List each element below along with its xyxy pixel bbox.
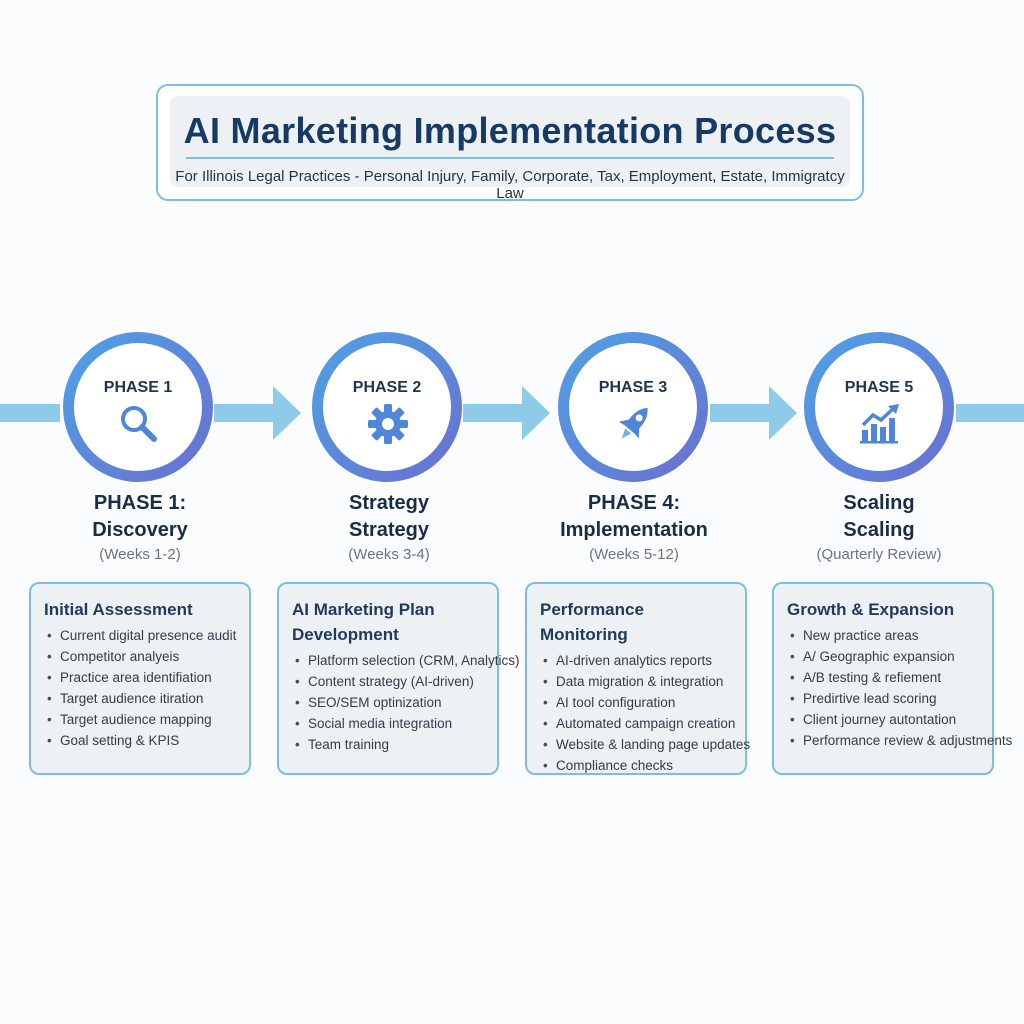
phase-3-card-title: Performance Monitoring bbox=[540, 600, 644, 644]
list-item: Target audience itiration bbox=[44, 688, 237, 709]
phase-1-circle: PHASE 1 bbox=[63, 332, 213, 482]
phase-2-timeframe: (Weeks 3-4) bbox=[348, 546, 430, 563]
list-item: Automated campaign creation bbox=[540, 713, 735, 734]
gear-icon bbox=[368, 404, 408, 444]
page-subtitle: For Illinois Legal Practices - Personal … bbox=[175, 168, 845, 202]
phase-4-heading-line1: Scaling bbox=[843, 492, 915, 514]
phase-2-card: AI Marketing Plan Development Platform s… bbox=[277, 582, 520, 775]
list-item: Goal setting & KPIS bbox=[44, 730, 237, 751]
list-item: Content strategy (AI-driven) bbox=[292, 671, 485, 692]
phase-2-badge: PHASE 2 bbox=[352, 379, 422, 396]
phase-2-item-list: Platform selection (CRM, Analytics) Cont… bbox=[292, 650, 520, 755]
phase-1-badge: PHASE 1 bbox=[103, 379, 173, 396]
list-item: Predirtive lead scoring bbox=[787, 688, 980, 709]
flow-line-start bbox=[0, 404, 60, 422]
list-item: New practice areas bbox=[787, 625, 980, 646]
page-title: AI Marketing Implementation Process bbox=[183, 110, 837, 151]
list-item: A/B testing & refiement bbox=[787, 667, 980, 688]
list-item: Data migration & integration bbox=[540, 671, 733, 692]
phase-2-circle: PHASE 2 bbox=[312, 332, 462, 482]
phase-1-item-list: Current digital presence audit Competito… bbox=[44, 625, 237, 751]
phase-4-circle: PHASE 5 bbox=[804, 332, 954, 482]
list-item: Compliance checks bbox=[540, 755, 733, 776]
rocket-icon bbox=[618, 407, 648, 439]
phase-4-item-list: New practice areas A/ Geographic expansi… bbox=[787, 625, 1012, 751]
list-item: SEO/SEM optinization bbox=[292, 692, 485, 713]
phase-4-card: Growth & Expansion New practice areas A/… bbox=[772, 582, 1012, 775]
list-item: Social media integration bbox=[292, 713, 485, 734]
phase-1-heading-line2: Discovery bbox=[92, 519, 188, 541]
flow-line-2-3 bbox=[463, 404, 523, 422]
flow-line-3-4 bbox=[710, 404, 770, 422]
phase-1-timeframe: (Weeks 1-2) bbox=[99, 546, 181, 563]
phase-3-circle: PHASE 3 bbox=[558, 332, 708, 482]
phase-4-heading-line2: Scaling bbox=[843, 519, 915, 541]
list-item: Client journey autontation bbox=[787, 709, 980, 730]
magnifier-icon bbox=[121, 406, 157, 442]
flow-arrow-3-4 bbox=[769, 386, 797, 440]
list-item: Platform selection (CRM, Analytics) bbox=[292, 650, 520, 671]
phase-2-card-title: AI Marketing Plan Development bbox=[292, 600, 435, 644]
list-item: A/ Geographic expansion bbox=[787, 646, 980, 667]
phase-3-heading-line2: Implementation bbox=[560, 519, 708, 541]
phase-4-badge: PHASE 5 bbox=[844, 379, 914, 396]
title-panel: AI Marketing Implementation Process For … bbox=[170, 96, 850, 202]
list-item: AI-driven analytics reports bbox=[540, 650, 733, 671]
list-item: Website & landing page updates bbox=[540, 734, 750, 755]
flow-line-end bbox=[956, 404, 1024, 422]
flow-arrow-1-2 bbox=[273, 386, 301, 440]
phase-1-card-title: Initial Assessment bbox=[44, 600, 193, 619]
phase-3-heading-line1: PHASE 4: bbox=[587, 492, 681, 514]
flow-line-1-2 bbox=[214, 404, 274, 422]
phase-2-heading-line2: Strategy bbox=[348, 519, 430, 541]
list-item: Target audience mapping bbox=[44, 709, 237, 730]
phase-2-heading: Strategy Strategy (Weeks 3-4) bbox=[274, 490, 504, 566]
list-item: Practice area identifiation bbox=[44, 667, 237, 688]
phase-3-timeframe: (Weeks 5-12) bbox=[589, 546, 679, 563]
phase-3-item-list: AI-driven analytics reports Data migrati… bbox=[540, 650, 750, 776]
phase-4-timeframe: (Quarterly Review) bbox=[816, 546, 942, 563]
phase-3-badge: PHASE 3 bbox=[598, 379, 668, 396]
title-box: AI Marketing Implementation Process For … bbox=[156, 84, 864, 202]
phase-3-card: Performance Monitoring AI-driven analyti… bbox=[525, 582, 750, 776]
phase-1-heading-line1: PHASE 1: bbox=[93, 492, 187, 514]
list-item: Competitor analyeis bbox=[44, 646, 237, 667]
list-item: AI tool configuration bbox=[540, 692, 733, 713]
list-item: Performance review & adjustments bbox=[787, 730, 1012, 751]
phase-2-heading-line1: Strategy bbox=[348, 492, 430, 514]
title-divider bbox=[186, 157, 834, 159]
phase-1-heading: PHASE 1: Discovery (Weeks 1-2) bbox=[25, 490, 255, 566]
phase-4-card-title: Growth & Expansion bbox=[787, 600, 955, 619]
list-item: Current digital presence audit bbox=[44, 625, 237, 646]
phase-1-card: Initial Assessment Current digital prese… bbox=[29, 582, 251, 775]
flow-arrow-2-3 bbox=[522, 386, 550, 440]
phase-4-heading: Scaling Scaling (Quarterly Review) bbox=[764, 490, 994, 566]
list-item: Team training bbox=[292, 734, 485, 755]
growth-chart-icon bbox=[860, 404, 899, 444]
phase-3-heading: PHASE 4: Implementation (Weeks 5-12) bbox=[519, 490, 749, 566]
